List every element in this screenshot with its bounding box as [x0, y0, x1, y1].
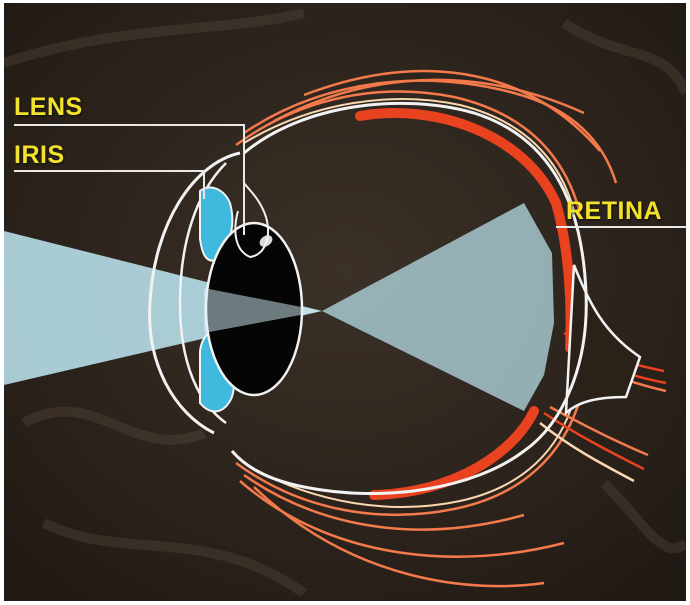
retina-label: RETINA — [566, 199, 662, 224]
eye-diagram: LENS IRIS RETINA — [4, 3, 686, 601]
iris-label: IRIS — [14, 143, 65, 168]
eye-diagram-svg — [4, 3, 686, 601]
lens-label: LENS — [14, 95, 83, 120]
